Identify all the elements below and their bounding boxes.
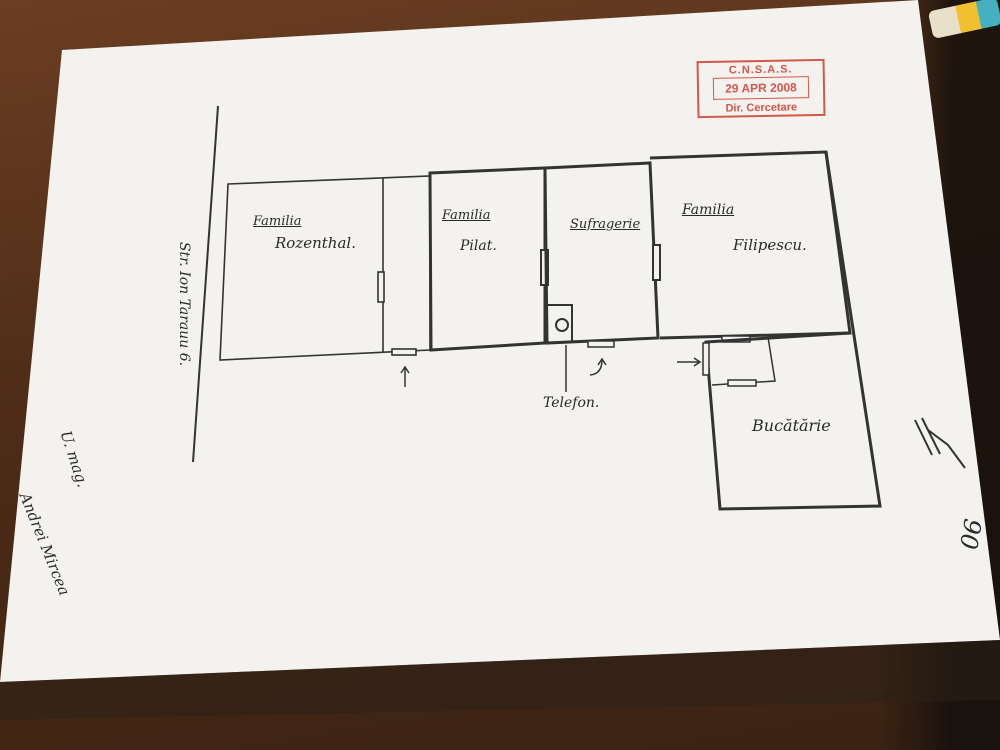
label-filipescu-name: Filipescu.	[733, 236, 807, 254]
archive-stamp: C.N.S.A.S. 29 APR 2008 Dir. Cercetare	[696, 58, 826, 119]
room-bucatarie	[702, 151, 882, 511]
label-pilat-familia: Familia	[442, 208, 491, 223]
room-sufragerie	[543, 161, 661, 348]
label-rozenthal-familia: Familia	[253, 214, 302, 229]
entry-arrows	[400, 345, 702, 392]
label-bucatarie: Bucătărie	[752, 416, 831, 435]
label-filipescu-familia: Familia	[682, 202, 735, 218]
roman-mark	[914, 417, 966, 469]
label-telefon: Telefon.	[543, 395, 600, 411]
stamp-agency: C.N.S.A.S.	[728, 63, 793, 77]
label-sufragerie: Sufragerie	[570, 217, 641, 232]
label-rozenthal-name: Rozenthal.	[275, 234, 356, 252]
stamp-date: 29 APR 2008	[712, 76, 810, 100]
street-label: Str. Ion Tarauu 6.	[176, 241, 193, 367]
page-number: 90	[953, 516, 987, 552]
label-pilat-name: Pilat.	[460, 238, 497, 254]
stamp-department: Dir. Cercetare	[725, 101, 798, 115]
